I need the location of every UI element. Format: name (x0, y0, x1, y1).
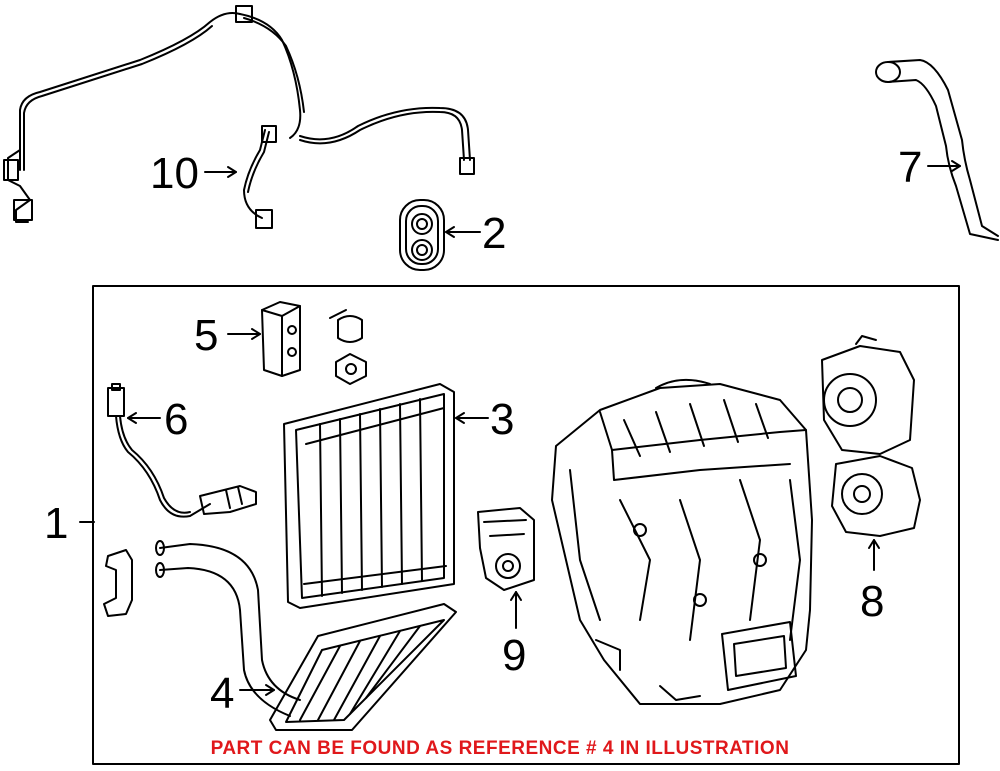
callout-3: 3 (490, 395, 514, 444)
callout-7: 7 (898, 143, 922, 192)
callout-1: 1 (44, 499, 68, 548)
callout-8: 8 (860, 577, 884, 626)
wiring-harness-icon (3, 5, 475, 229)
heater-core-icon (155, 540, 457, 731)
grommet-icon (399, 199, 445, 271)
leader-lines (79, 160, 961, 696)
callout-2: 2 (482, 209, 506, 258)
mode-servo-icon (477, 507, 535, 591)
expansion-valve-icon (261, 301, 367, 385)
blower-servo-icon (821, 335, 921, 537)
temperature-sensor-icon (107, 383, 257, 518)
callout-5: 5 (194, 311, 218, 360)
drain-hose-icon (875, 59, 999, 241)
reference-note: PART CAN BE FOUND AS REFERENCE # 4 IN IL… (210, 738, 790, 759)
callout-4: 4 (210, 669, 234, 718)
assembly-box (92, 285, 960, 765)
callout-10: 10 (150, 149, 199, 198)
bracket-icon (103, 549, 133, 617)
callout-6: 6 (164, 395, 188, 444)
callout-9: 9 (502, 631, 526, 680)
heater-unit-housing-icon (551, 378, 813, 705)
evaporator-core-icon (283, 383, 455, 609)
